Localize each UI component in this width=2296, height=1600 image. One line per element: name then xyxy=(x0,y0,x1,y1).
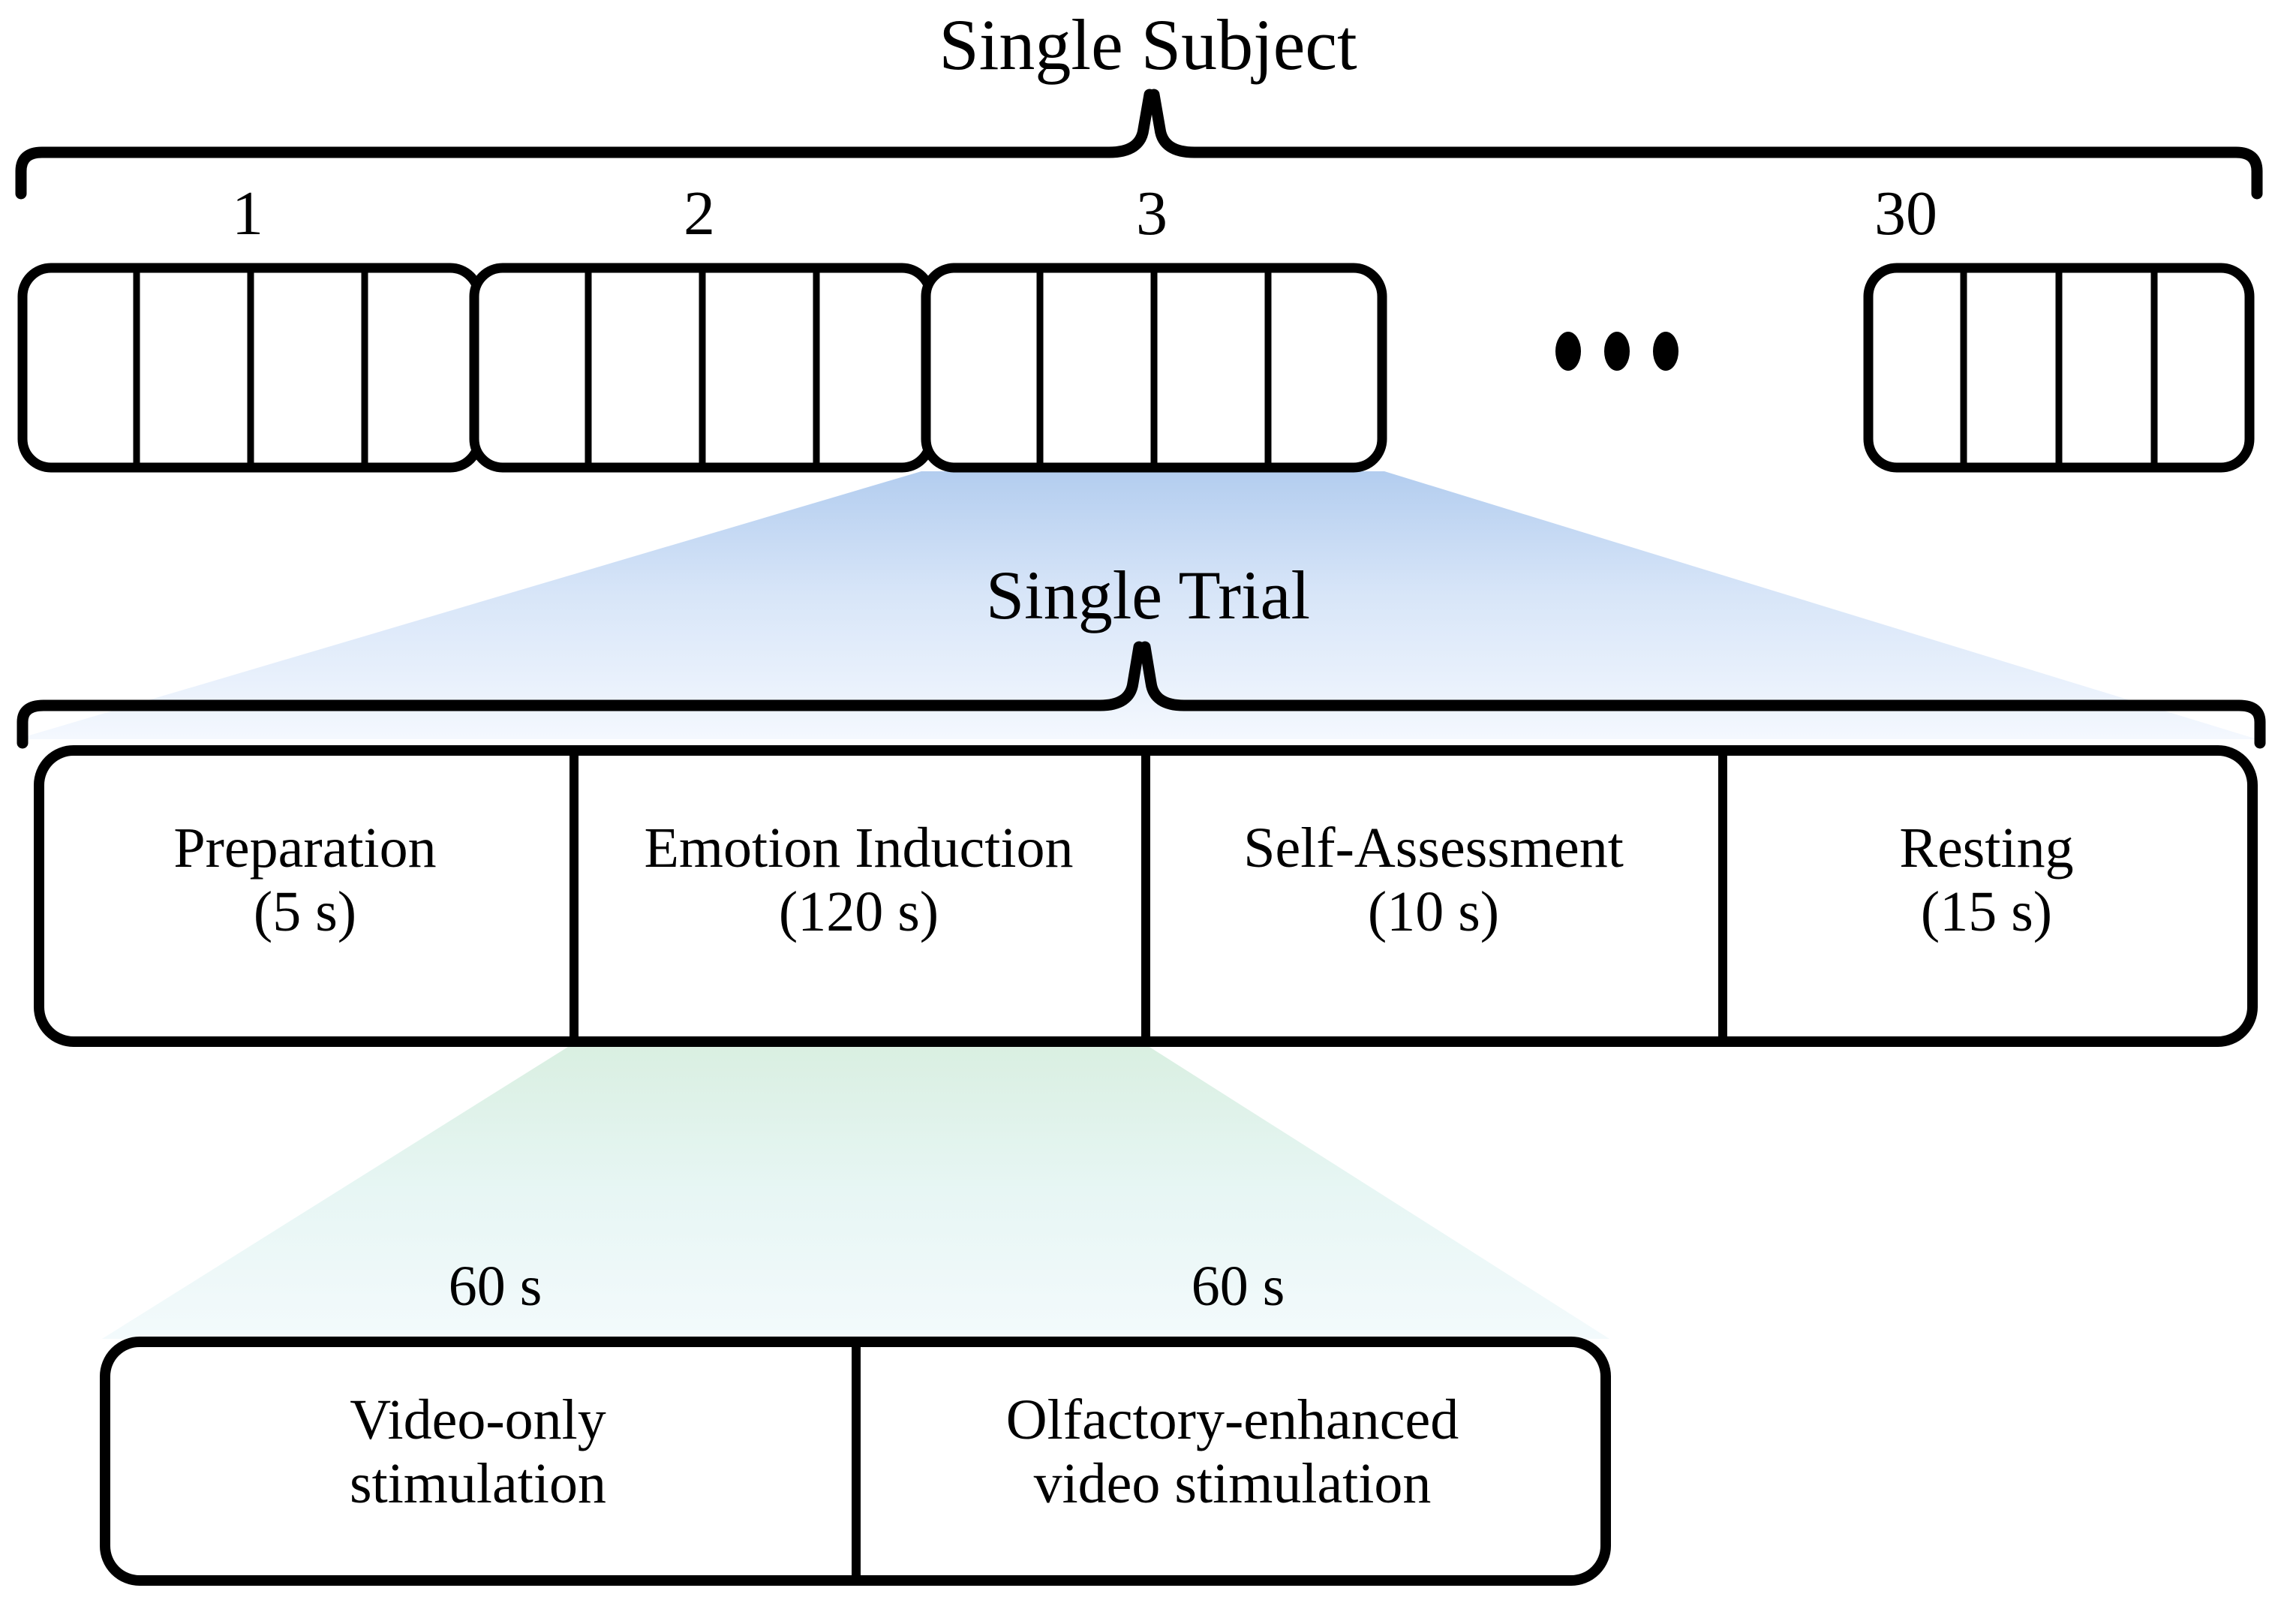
trial-block-3 xyxy=(921,263,1387,473)
trial-block-2 xyxy=(469,263,936,473)
ellipsis-dots-icon xyxy=(1555,332,1678,371)
trial-block-1 xyxy=(17,263,484,473)
subject-brace xyxy=(15,89,2263,200)
zoom-cone-green xyxy=(102,1043,1609,1339)
trial-brace xyxy=(17,641,2266,749)
trial-block-30 xyxy=(1863,263,2255,473)
single-trial-box xyxy=(34,745,2258,1047)
zoom-cone-blue xyxy=(17,471,2257,739)
stimulation-box xyxy=(100,1337,1611,1586)
